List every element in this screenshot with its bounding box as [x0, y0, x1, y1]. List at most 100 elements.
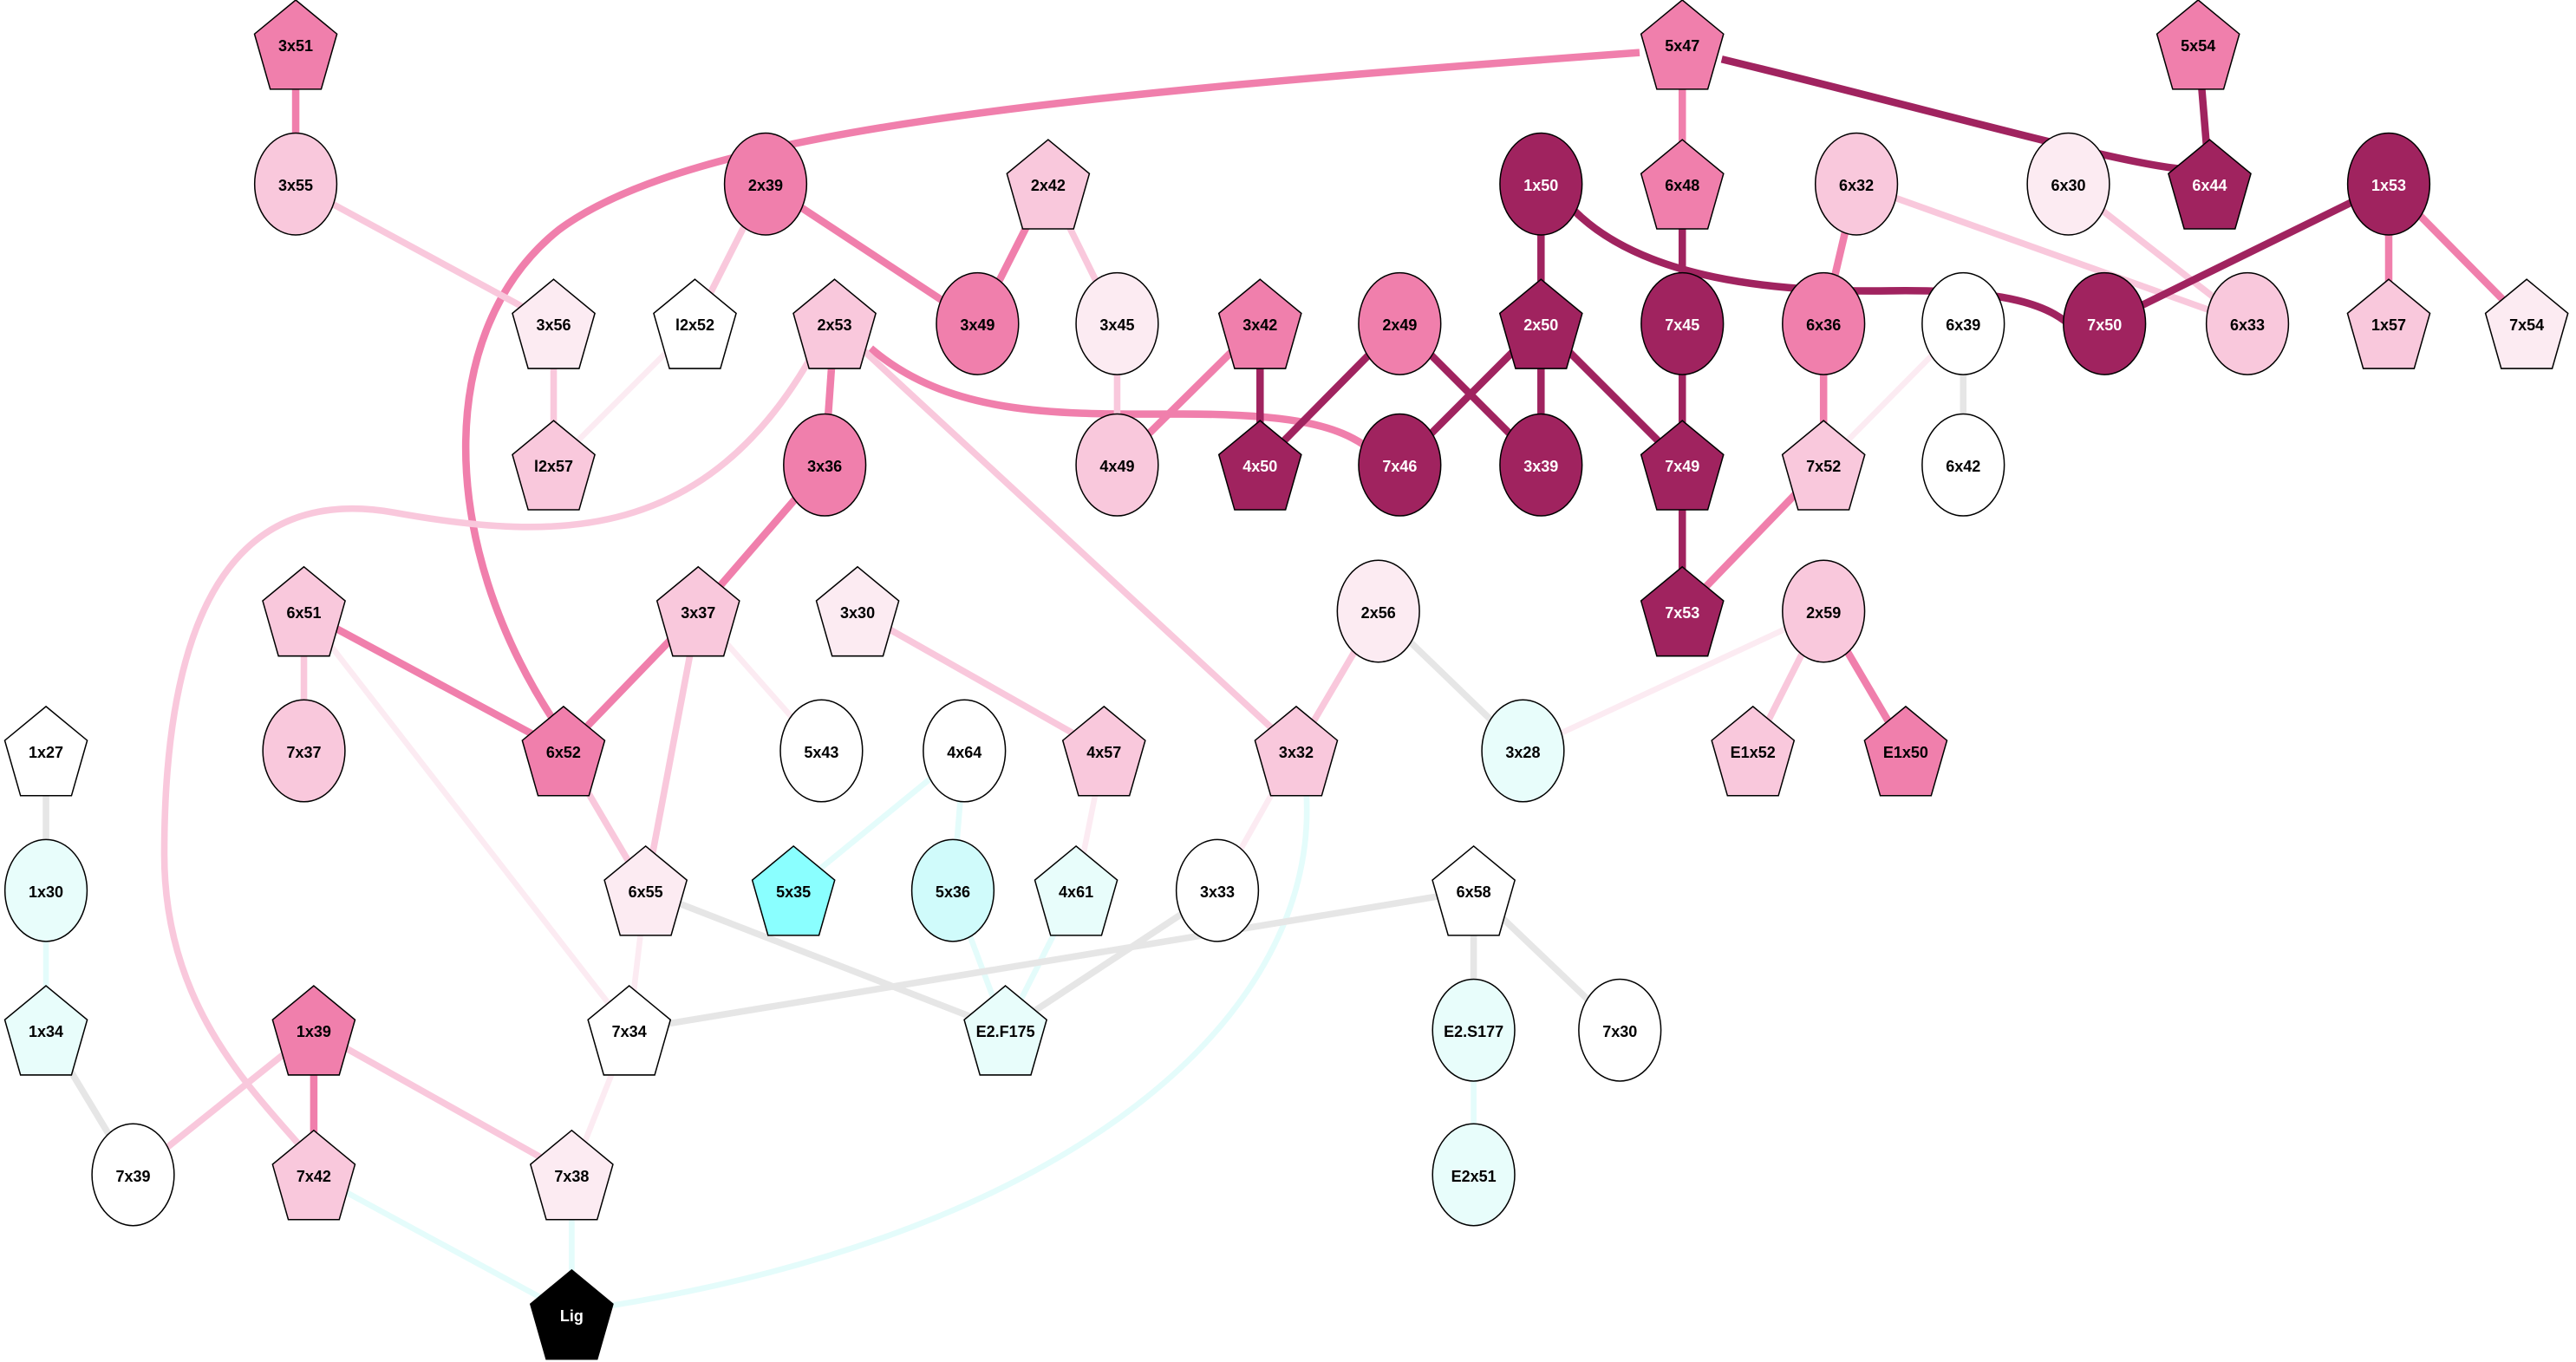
node-1x57[interactable]: 1x57 — [2346, 278, 2431, 369]
node-6x52[interactable]: 6x52 — [521, 705, 606, 797]
node-3x49[interactable]: 3x49 — [936, 271, 1020, 375]
node-4x64[interactable]: 4x64 — [923, 699, 1007, 803]
ellipse-node-shape — [1578, 978, 1662, 1082]
node-label: 5x47 — [1665, 37, 1699, 55]
node-3x37[interactable]: 3x37 — [655, 565, 740, 657]
node-E1x52[interactable]: E1x52 — [1711, 705, 1796, 797]
ellipse-node-shape — [779, 699, 864, 803]
node-2x42[interactable]: 2x42 — [1006, 139, 1091, 230]
node-3x30[interactable]: 3x30 — [815, 565, 900, 657]
node-4x50[interactable]: 4x50 — [1217, 420, 1302, 511]
node-7x38[interactable]: 7x38 — [529, 1129, 614, 1221]
node-4x57[interactable]: 4x57 — [1061, 705, 1146, 797]
node-7x42[interactable]: 7x42 — [271, 1129, 356, 1221]
node-E2.F175[interactable]: E2.F175 — [963, 985, 1048, 1076]
ellipse-node-shape — [1782, 271, 1866, 375]
node-label: 3x39 — [1523, 458, 1558, 475]
node-6x32[interactable]: 6x32 — [1814, 132, 1899, 236]
node-2x53[interactable]: 2x53 — [792, 278, 877, 369]
ellipse-node-shape — [1921, 271, 2005, 375]
node-7x30[interactable]: 7x30 — [1578, 978, 1662, 1082]
node-5x43[interactable]: 5x43 — [779, 699, 864, 803]
ellipse-node-shape — [936, 271, 1020, 375]
node-1x27[interactable]: 1x27 — [3, 705, 88, 797]
node-7x49[interactable]: 7x49 — [1640, 420, 1725, 511]
node-label: 7x39 — [115, 1168, 150, 1185]
node-7x45[interactable]: 7x45 — [1640, 271, 1725, 375]
node-label: 1x57 — [2371, 316, 2406, 334]
node-label: l2x57 — [534, 458, 573, 475]
node-7x39[interactable]: 7x39 — [91, 1123, 175, 1227]
node-6x58[interactable]: 6x58 — [1431, 844, 1516, 936]
node-2x39[interactable]: 2x39 — [723, 132, 808, 236]
node-3x36[interactable]: 3x36 — [783, 413, 867, 517]
node-3x28[interactable]: 3x28 — [1481, 699, 1565, 803]
node-3x42[interactable]: 3x42 — [1217, 278, 1302, 369]
pentagon-node-shape — [1640, 139, 1725, 230]
node-6x51[interactable]: 6x51 — [262, 565, 346, 657]
node-6x44[interactable]: 6x44 — [2168, 139, 2252, 230]
node-label: l2x52 — [675, 316, 714, 334]
node-2x50[interactable]: 2x50 — [1498, 278, 1583, 369]
ellipse-node-shape — [1431, 1123, 1516, 1227]
node-2x59[interactable]: 2x59 — [1782, 559, 1866, 663]
node-E1x50[interactable]: E1x50 — [1863, 705, 1948, 797]
node-4x49[interactable]: 4x49 — [1075, 413, 1159, 517]
node-3x51[interactable]: 3x51 — [253, 0, 338, 90]
node-6x55[interactable]: 6x55 — [603, 844, 688, 936]
ellipse-node-shape — [1499, 132, 1583, 236]
node-7x50[interactable]: 7x50 — [2063, 271, 2147, 375]
node-5x54[interactable]: 5x54 — [2155, 0, 2240, 90]
node-7x37[interactable]: 7x37 — [262, 699, 346, 803]
node-4x61[interactable]: 4x61 — [1034, 844, 1118, 936]
node-label: 1x39 — [297, 1023, 331, 1040]
node-label: 3x56 — [537, 316, 571, 334]
node-7x52[interactable]: 7x52 — [1781, 420, 1866, 511]
node-5x36[interactable]: 5x36 — [910, 838, 995, 942]
node-3x45[interactable]: 3x45 — [1075, 271, 1159, 375]
node-E2.S177[interactable]: E2.S177 — [1431, 978, 1516, 1082]
node-1x30[interactable]: 1x30 — [3, 838, 88, 942]
node-3x55[interactable]: 3x55 — [253, 132, 338, 236]
node-1x53[interactable]: 1x53 — [2346, 132, 2431, 236]
node-Lig[interactable]: Lig — [529, 1268, 614, 1360]
node-7x54[interactable]: 7x54 — [2484, 278, 2569, 369]
node-label: 3x49 — [960, 316, 995, 334]
edge-6x32-6x33 — [1855, 180, 2249, 327]
node-6x36[interactable]: 6x36 — [1782, 271, 1866, 375]
pentagon-node-shape — [1254, 705, 1339, 797]
pentagon-node-shape — [1217, 278, 1302, 369]
node-label: 4x64 — [947, 744, 981, 761]
node-label: 3x36 — [807, 458, 842, 475]
edges-layer — [42, 43, 2530, 1317]
node-3x33[interactable]: 3x33 — [1175, 838, 1260, 942]
node-3x39[interactable]: 3x39 — [1499, 413, 1583, 517]
node-E2x51[interactable]: E2x51 — [1431, 1123, 1516, 1227]
node-label: 4x50 — [1242, 458, 1277, 475]
node-6x30[interactable]: 6x30 — [2026, 132, 2110, 236]
node-7x53[interactable]: 7x53 — [1640, 565, 1725, 657]
node-3x56[interactable]: 3x56 — [512, 278, 596, 369]
pentagon-node-shape — [1006, 139, 1091, 230]
node-label: 1x50 — [1523, 177, 1558, 194]
node-6x33[interactable]: 6x33 — [2205, 271, 2290, 375]
ellipse-node-shape — [1814, 132, 1899, 236]
node-label: E1x52 — [1731, 744, 1776, 761]
node-5x35[interactable]: 5x35 — [751, 844, 836, 936]
node-1x39[interactable]: 1x39 — [271, 985, 356, 1076]
node-2x49[interactable]: 2x49 — [1358, 271, 1442, 375]
ellipse-node-shape — [253, 132, 338, 236]
node-7x34[interactable]: 7x34 — [587, 985, 672, 1076]
node-l2x57[interactable]: l2x57 — [512, 420, 596, 511]
node-6x42[interactable]: 6x42 — [1921, 413, 2005, 517]
node-1x50[interactable]: 1x50 — [1499, 132, 1583, 236]
node-5x47[interactable]: 5x47 — [1640, 0, 1725, 90]
node-l2x52[interactable]: l2x52 — [653, 278, 737, 369]
node-label: 7x38 — [554, 1168, 589, 1185]
node-3x32[interactable]: 3x32 — [1254, 705, 1339, 797]
node-1x34[interactable]: 1x34 — [3, 985, 88, 1076]
node-6x48[interactable]: 6x48 — [1640, 139, 1725, 230]
node-2x56[interactable]: 2x56 — [1336, 559, 1420, 663]
node-6x39[interactable]: 6x39 — [1921, 271, 2005, 375]
node-7x46[interactable]: 7x46 — [1358, 413, 1442, 517]
